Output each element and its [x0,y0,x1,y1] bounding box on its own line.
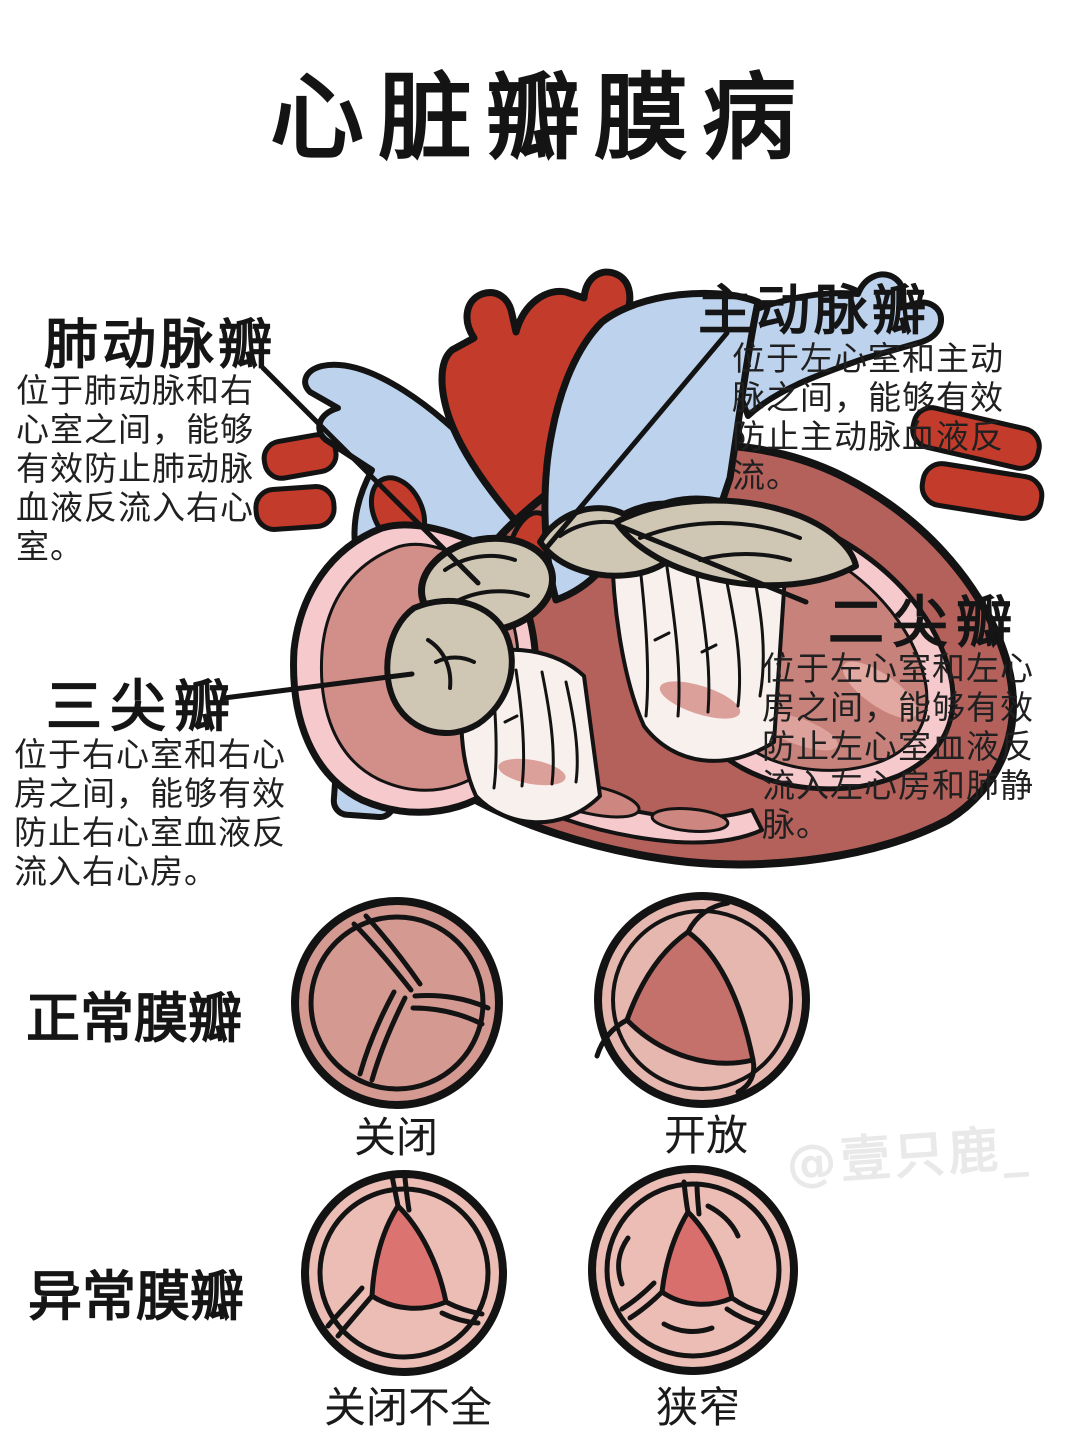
caption-stenosis: 狭窄 [655,1383,741,1432]
callout-label-tricuspid: 三尖瓣 [46,675,238,740]
valve-diagram-regurgitation [301,1170,507,1376]
callout-desc-aortic: 位于左心室和主动脉之间，能够有效防止主动脉血液反流。 [732,339,1004,495]
caption-open: 开放 [663,1111,749,1160]
page-title: 心脏瓣膜病 [269,64,810,173]
row-label-normal-valve: 正常膜瓣 [26,987,242,1050]
tricuspid-valve [384,597,515,737]
pulmonary-vein-stubs-right [910,405,1045,521]
caption-closed: 关闭 [353,1113,439,1162]
pulmonary-artery-right-branch [713,271,944,419]
pulmonary-vein-stubs-left [253,432,339,532]
callout-desc-mitral: 位于左心室和左心房之间，能够有效防止左心室血液反流入左心房和肺静脉。 [762,649,1034,844]
pointer-mitral [619,524,809,605]
mitral-valve [613,497,859,589]
callout-label-pulmonary: 肺动脉瓣 [44,313,276,376]
callout-desc-pulmonary: 位于肺动脉和右心室之间，能够有效防止肺动脉血液反流入右心室。 [16,371,254,566]
callout-label-mitral: 二尖瓣 [828,591,1020,656]
valve-diagram-closed [291,897,503,1109]
ventricle-highlights [762,661,918,751]
callout-label-aortic: 主动脉瓣 [698,279,930,342]
pointer-lines [221,330,809,701]
pointer-pulmonary [260,365,481,586]
caption-incomplete-closure: 关闭不全 [323,1383,493,1432]
valve-diagram-stenosis [588,1165,798,1375]
pointer-tricuspid [221,671,415,701]
pointer-aortic [545,330,730,549]
callout-desc-tricuspid: 位于右心室和右心房之间，能够有效防止右心室血液反流入右心房。 [14,735,286,891]
valve-diagram-open [594,892,810,1108]
row-label-abnormal-valve: 异常膜瓣 [28,1265,244,1328]
